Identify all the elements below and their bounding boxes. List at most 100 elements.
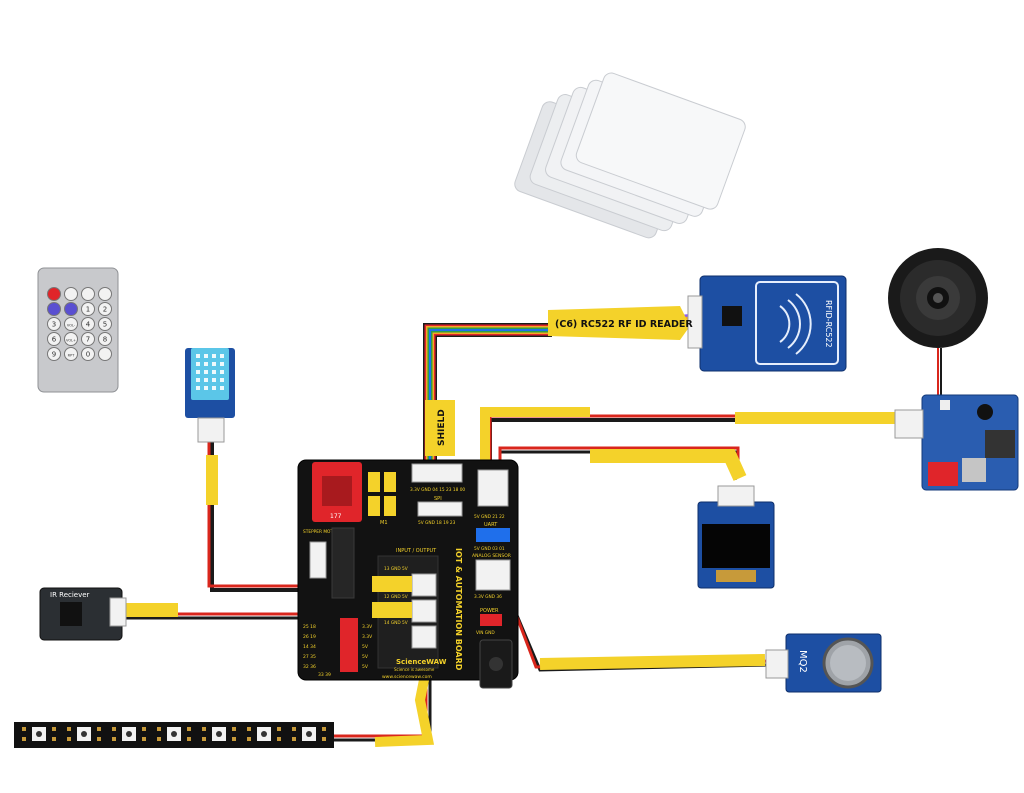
io-pins-1: 13 GND 5V <box>384 566 408 572</box>
remote-button-label: 5 <box>103 321 107 329</box>
led-pad <box>322 737 326 741</box>
mq2-sensor: MQ2 <box>765 633 882 693</box>
led-chip <box>261 731 267 737</box>
led-pad <box>292 727 296 731</box>
rail-label-0: 3.3V <box>362 624 373 630</box>
led-pad <box>67 737 71 741</box>
led-pad <box>157 737 161 741</box>
i2c-pins: 5V GND 21 22 <box>474 514 505 520</box>
led-chip <box>126 731 132 737</box>
remote-button-label: 7 <box>86 336 90 344</box>
led-pad <box>247 737 251 741</box>
remote-button <box>47 287 61 301</box>
uart-header: UART <box>484 522 498 528</box>
left-row-3: 27 35 <box>303 654 316 660</box>
ir-receiver-module: IR Reciever <box>39 587 127 641</box>
led-pad <box>277 727 281 731</box>
remote-button <box>81 332 95 346</box>
dht-sensor <box>185 348 235 443</box>
spi-header: SPI <box>434 496 442 502</box>
remote-button-label: 6 <box>52 336 57 344</box>
analog-header: ANALOG SENSOR <box>472 553 511 559</box>
led-pad <box>22 727 26 731</box>
io-pins-2: 12 GND 5V <box>384 594 408 600</box>
led-pad <box>22 737 26 741</box>
remote-button <box>98 302 112 316</box>
led-chip <box>306 731 312 737</box>
driver-label: 177 <box>330 513 342 520</box>
led-pad <box>187 737 191 741</box>
remote-button-label: 8 <box>103 336 107 344</box>
remote-button <box>64 332 78 346</box>
left-row-2: 14 34 <box>303 644 316 650</box>
io-pins-3: 14 GND 5V <box>384 620 408 626</box>
audio-module <box>894 394 1019 491</box>
left-row-0: 25 18 <box>303 624 316 630</box>
led-pad <box>277 737 281 741</box>
remote-button <box>64 287 78 301</box>
remote-button-label: 2 <box>103 306 107 314</box>
led-pad <box>112 727 116 731</box>
power-pins: VIN GND <box>476 630 495 636</box>
remote-button-label: VOL- <box>67 324 76 328</box>
rail-label-2: 5V <box>362 644 369 650</box>
led-pad <box>292 737 296 741</box>
oled-display <box>697 485 775 589</box>
led-pad <box>97 737 101 741</box>
led-chip <box>216 731 222 737</box>
remote-button-label: VOL+ <box>66 339 76 343</box>
rfid-cards <box>514 72 746 239</box>
led-pad <box>187 727 191 731</box>
board-tagline: Science is awesome <box>394 667 435 672</box>
led-pad <box>142 727 146 731</box>
rail-label-1: 3.3V <box>362 634 373 640</box>
rfid-cable-label: (C6) RC522 RF ID READER <box>555 319 693 330</box>
remote-button-label: 9 <box>52 351 56 359</box>
stepper-header: STEPPER MOTOR <box>303 529 339 535</box>
led-pad <box>232 727 236 731</box>
board-url: www.sciencewaw.com <box>382 674 432 680</box>
remote-button-label: 1 <box>86 306 90 314</box>
remote-button <box>81 347 95 361</box>
remote-button-label: 4 <box>86 321 91 329</box>
board-connector-sleeves <box>372 576 412 618</box>
remote-button <box>98 347 112 361</box>
remote-button <box>47 332 61 346</box>
led-pad <box>97 727 101 731</box>
left-row-1: 26 19 <box>303 634 316 640</box>
spi-pins: 5V GND 18 19 23 <box>418 520 456 526</box>
remote-button <box>47 317 61 331</box>
rfid-module: RFID-RC522 <box>687 275 847 372</box>
led-chip <box>171 731 177 737</box>
led-pad <box>322 727 326 731</box>
remote-button <box>64 317 78 331</box>
led-chip <box>81 731 87 737</box>
led-pad <box>202 737 206 741</box>
remote-button <box>47 302 61 316</box>
led-pad <box>52 727 56 731</box>
header-m1: M1 <box>380 520 388 526</box>
board-brand: ScienceWAW <box>396 658 447 666</box>
ir-receiver-label: IR Reciever <box>50 591 90 599</box>
led-pad <box>232 737 236 741</box>
mq2-label: MQ2 <box>797 650 808 673</box>
remote-button <box>81 302 95 316</box>
remote-button <box>98 317 112 331</box>
led-strip <box>14 722 334 748</box>
iot-board: 177 M1 3.3V GND 04 15 23 18 00 SHIELD SP… <box>297 409 519 689</box>
led-pad <box>142 737 146 741</box>
shield-pins: 3.3V GND 04 15 23 18 00 <box>410 487 465 493</box>
remote-button <box>81 317 95 331</box>
led-pad <box>52 737 56 741</box>
remote-button <box>47 347 61 361</box>
led-pad <box>157 727 161 731</box>
remote-button <box>98 287 112 301</box>
remote-button-label: 3 <box>52 321 56 329</box>
led-chip <box>36 731 42 737</box>
remote-button <box>98 332 112 346</box>
rail-label-3: 5V <box>362 654 369 660</box>
uart-pins: 5V GND 03 01 <box>474 546 505 552</box>
rfid-module-label: RFID-RC522 <box>824 300 833 348</box>
led-pad <box>67 727 71 731</box>
power-header: POWER <box>480 608 499 614</box>
